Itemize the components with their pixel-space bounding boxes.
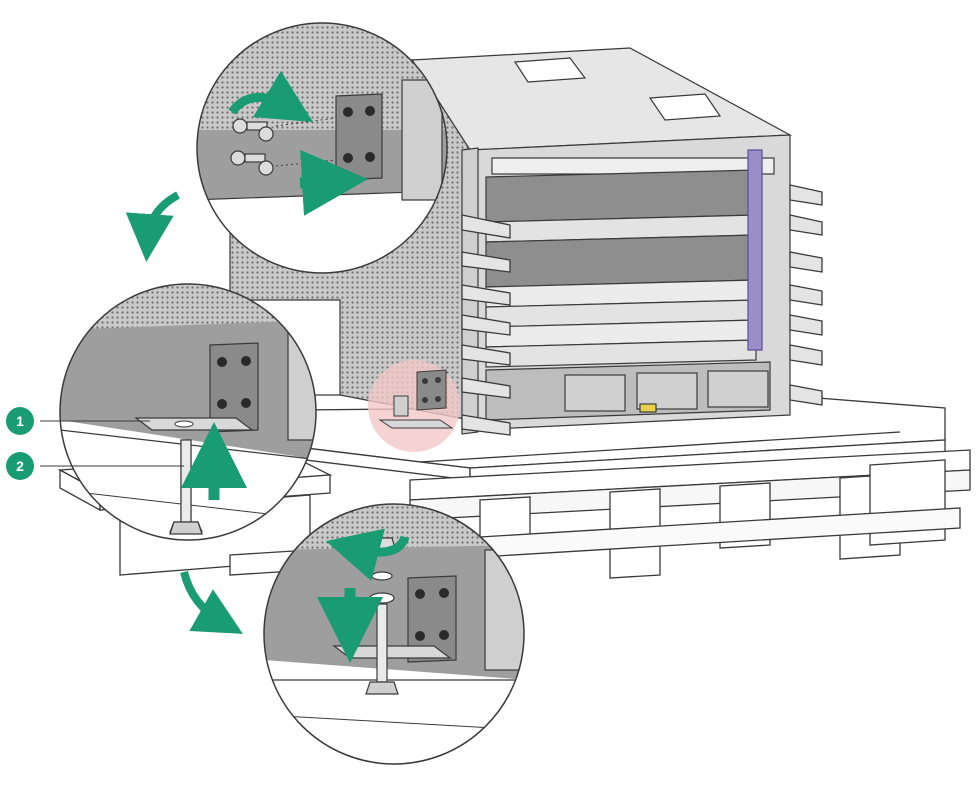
callout-1-label: 1 [16, 413, 24, 429]
right-handles [789, 184, 823, 406]
callout-1: 1 [6, 407, 150, 435]
power-modules [485, 361, 771, 421]
rotate-arrow-icon [228, 70, 314, 122]
left-handles [461, 214, 511, 436]
curved-down-arrow-icon [180, 570, 243, 634]
detail-fasten-bolt [263, 503, 525, 765]
highlighted-bracket [368, 360, 460, 452]
curved-down-arrow-icon [125, 191, 181, 262]
push-arrow-icon [299, 149, 368, 216]
callout-2-label: 2 [16, 458, 24, 474]
line-card-slots [485, 169, 757, 368]
detail-lift-bracket [59, 283, 317, 541]
rotate-arrow-icon [325, 528, 410, 581]
callout-2: 2 [6, 452, 184, 480]
